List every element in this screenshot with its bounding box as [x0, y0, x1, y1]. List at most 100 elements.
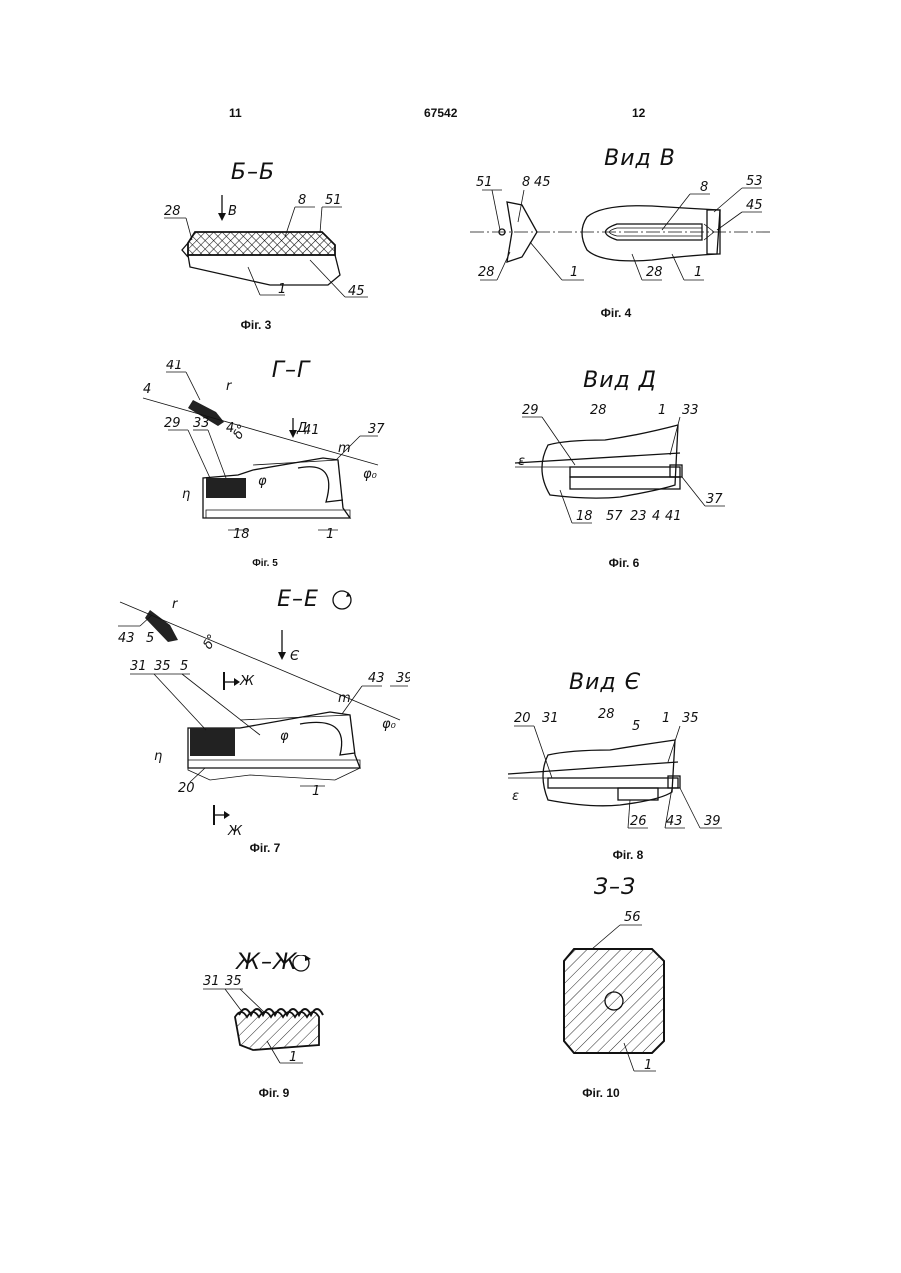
svg-text:41: 41 [303, 423, 320, 438]
svg-text:Ж: Ж [227, 824, 243, 839]
svg-text:φ₀: φ₀ [382, 717, 397, 732]
svg-text:φ: φ [258, 474, 267, 489]
svg-text:23: 23 [630, 509, 647, 524]
svg-text:18: 18 [233, 527, 250, 542]
fig6-section-title: Вид Д [583, 368, 657, 393]
fig10-section-title: З–З [594, 875, 636, 900]
fig9-drawing: 31 35 1 [195, 955, 335, 1075]
fig5-caption: Фіг. 5 [252, 558, 278, 569]
svg-text:26: 26 [630, 814, 647, 829]
fig9-caption: Фіг. 9 [259, 1086, 290, 1100]
svg-text:37: 37 [368, 422, 385, 437]
fig3-section-title: Б–Б [231, 160, 275, 185]
svg-text:φ: φ [280, 729, 289, 744]
svg-text:35: 35 [225, 974, 242, 989]
svg-text:η: η [182, 487, 190, 502]
svg-text:1: 1 [694, 265, 702, 280]
fig8-drawing: ε 20 31 28 5 1 35 26 43 39 [500, 700, 740, 845]
svg-text:45: 45 [534, 175, 551, 190]
svg-text:39: 39 [396, 671, 410, 686]
svg-text:4: 4 [652, 509, 660, 524]
svg-text:31: 31 [203, 974, 220, 989]
fig10-caption: Фіг. 10 [582, 1086, 619, 1100]
svg-text:31: 31 [130, 659, 147, 674]
svg-text:4: 4 [226, 421, 234, 436]
svg-text:53: 53 [746, 174, 763, 189]
svg-text:5: 5 [180, 659, 188, 674]
svg-text:20: 20 [178, 781, 195, 796]
fig9-teeth-profile [235, 1012, 319, 1050]
svg-text:28: 28 [590, 403, 607, 418]
svg-text:20: 20 [514, 711, 531, 726]
svg-text:41: 41 [665, 509, 682, 524]
svg-text:31: 31 [542, 711, 559, 726]
svg-text:37: 37 [706, 492, 723, 507]
svg-text:8: 8 [522, 175, 530, 190]
svg-text:φ₀: φ₀ [363, 467, 378, 482]
svg-text:δ°: δ° [200, 632, 220, 652]
fig10-drawing: 56 1 [552, 905, 682, 1075]
svg-text:1: 1 [326, 527, 334, 542]
fig5-drawing: 41 4 r δ° Д 41 37 m φ₀ φ 29 33 4 η 18 1 [138, 360, 398, 550]
fig6-plan-body [542, 425, 678, 498]
svg-text:η: η [154, 749, 162, 764]
svg-text:41: 41 [166, 360, 183, 373]
svg-text:m: m [338, 441, 351, 456]
svg-text:45: 45 [348, 284, 365, 299]
svg-text:43: 43 [368, 671, 385, 686]
fig3-drawing: В 28 8 51 1 45 [150, 185, 390, 315]
svg-text:5: 5 [146, 631, 154, 646]
fig8-plan-body [543, 740, 675, 806]
svg-text:1: 1 [570, 265, 578, 280]
svg-text:m: m [338, 691, 351, 706]
svg-text:33: 33 [193, 416, 210, 431]
svg-text:5: 5 [632, 719, 640, 734]
svg-text:Є: Є [290, 649, 300, 664]
svg-text:18: 18 [576, 509, 593, 524]
svg-text:39: 39 [704, 814, 721, 829]
svg-text:28: 28 [598, 707, 615, 722]
svg-text:28: 28 [646, 265, 663, 280]
fig7-drawing: 43 5 r δ° Є Ж 43 39 m φ₀ φ 31 35 5 η 20 … [110, 590, 410, 840]
svg-text:r: r [226, 379, 233, 394]
fig8-caption: Фіг. 8 [613, 848, 644, 862]
svg-text:28: 28 [164, 204, 181, 219]
svg-text:33: 33 [682, 403, 699, 418]
page-number-left: 11 [229, 106, 242, 120]
fig6-caption: Фіг. 6 [609, 556, 640, 570]
svg-text:8: 8 [700, 180, 708, 195]
fig3-caption: Фіг. 3 [241, 318, 272, 332]
patent-number: 67542 [424, 106, 457, 120]
fig4-section-title: Вид В [604, 146, 676, 171]
svg-text:35: 35 [154, 659, 171, 674]
page-number-right: 12 [632, 106, 645, 120]
svg-text:56: 56 [624, 910, 641, 925]
svg-text:r: r [172, 597, 179, 612]
fig3-body [188, 255, 340, 285]
fig6-drawing: ε 29 28 1 33 18 57 23 4 41 37 [510, 395, 750, 545]
fig4-drawing: 51 8 45 28 1 8 53 45 28 1 [462, 172, 782, 292]
svg-text:1: 1 [658, 403, 666, 418]
svg-text:28: 28 [478, 265, 495, 280]
svg-text:ε: ε [518, 454, 525, 469]
fig4-caption: Фіг. 4 [601, 306, 632, 320]
svg-text:29: 29 [164, 416, 181, 431]
fig8-section-title: Вид Є [569, 670, 641, 695]
svg-text:1: 1 [278, 282, 286, 297]
svg-text:ε: ε [512, 789, 519, 804]
svg-text:Ж: Ж [239, 674, 255, 689]
fig4-plan-view [582, 206, 720, 261]
fig10-square-section [564, 949, 664, 1053]
svg-text:51: 51 [325, 193, 342, 208]
svg-text:43: 43 [118, 631, 135, 646]
svg-text:4: 4 [143, 382, 151, 397]
svg-text:43: 43 [666, 814, 683, 829]
svg-text:1: 1 [662, 711, 670, 726]
svg-text:45: 45 [746, 198, 763, 213]
svg-text:35: 35 [682, 711, 699, 726]
fig3-insert [188, 232, 335, 255]
svg-text:51: 51 [476, 175, 493, 190]
svg-text:57: 57 [606, 509, 623, 524]
svg-text:29: 29 [522, 403, 539, 418]
svg-text:8: 8 [298, 193, 306, 208]
